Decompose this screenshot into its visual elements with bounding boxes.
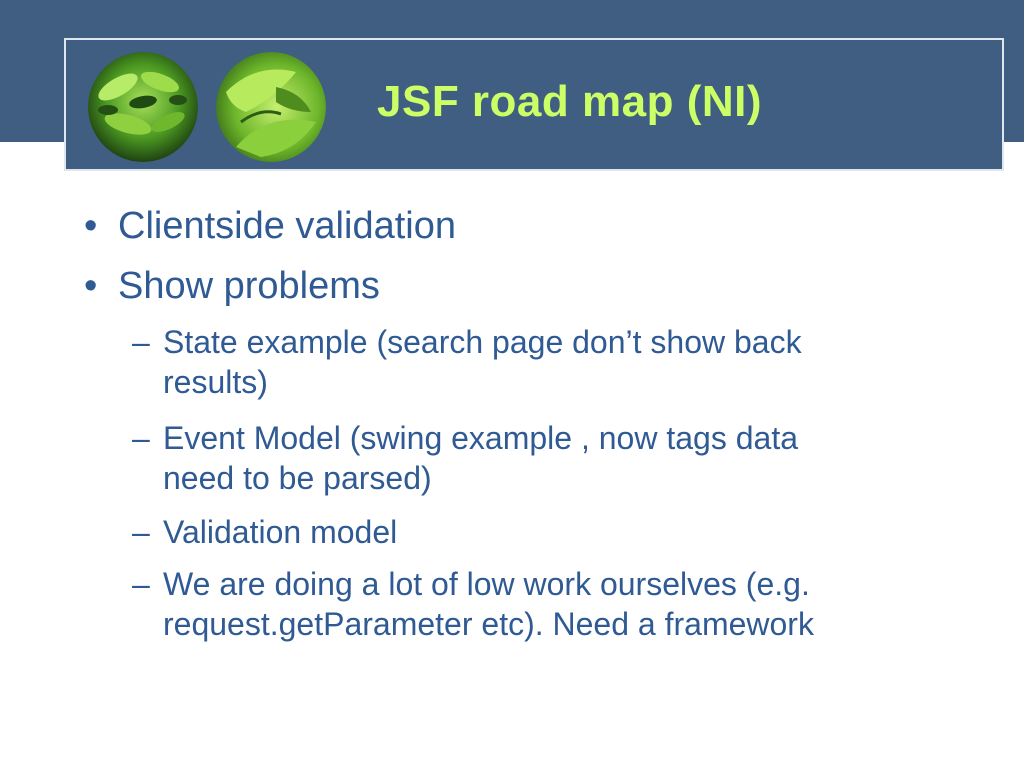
leaf-photo-icon xyxy=(216,52,326,162)
sub-bullet-text: results) xyxy=(163,364,268,400)
sub-list-item: – Event Model (swing example , now tags … xyxy=(132,418,798,498)
bullet-text: Clientside validation xyxy=(118,205,456,247)
bullet-text: Show problems xyxy=(118,265,380,307)
sub-bullet-text: Validation model xyxy=(163,514,398,550)
leaf-photo-icon xyxy=(88,52,198,162)
bullet-marker: • xyxy=(84,205,98,247)
bullet-marker: • xyxy=(84,265,98,307)
dash-marker: – xyxy=(132,566,150,602)
list-item: • Show problems xyxy=(84,264,380,308)
sub-list-item: – We are doing a lot of low work ourselv… xyxy=(132,564,814,644)
slide-title: JSF road map (NI) xyxy=(377,77,762,126)
sub-list-item: – Validation model xyxy=(132,512,397,552)
list-item: • Clientside validation xyxy=(84,204,456,248)
dash-marker: – xyxy=(132,324,150,360)
sub-bullet-text: State example (search page don’t show ba… xyxy=(163,324,802,360)
sub-bullet-text: need to be parsed) xyxy=(163,460,432,496)
sub-bullet-text: request.getParameter etc). Need a framew… xyxy=(163,606,814,642)
sub-bullet-text: We are doing a lot of low work ourselves… xyxy=(163,566,810,602)
dash-marker: – xyxy=(132,420,150,456)
dash-marker: – xyxy=(132,514,150,550)
sub-list-item: – State example (search page don’t show … xyxy=(132,322,802,402)
sub-bullet-text: Event Model (swing example , now tags da… xyxy=(163,420,798,456)
